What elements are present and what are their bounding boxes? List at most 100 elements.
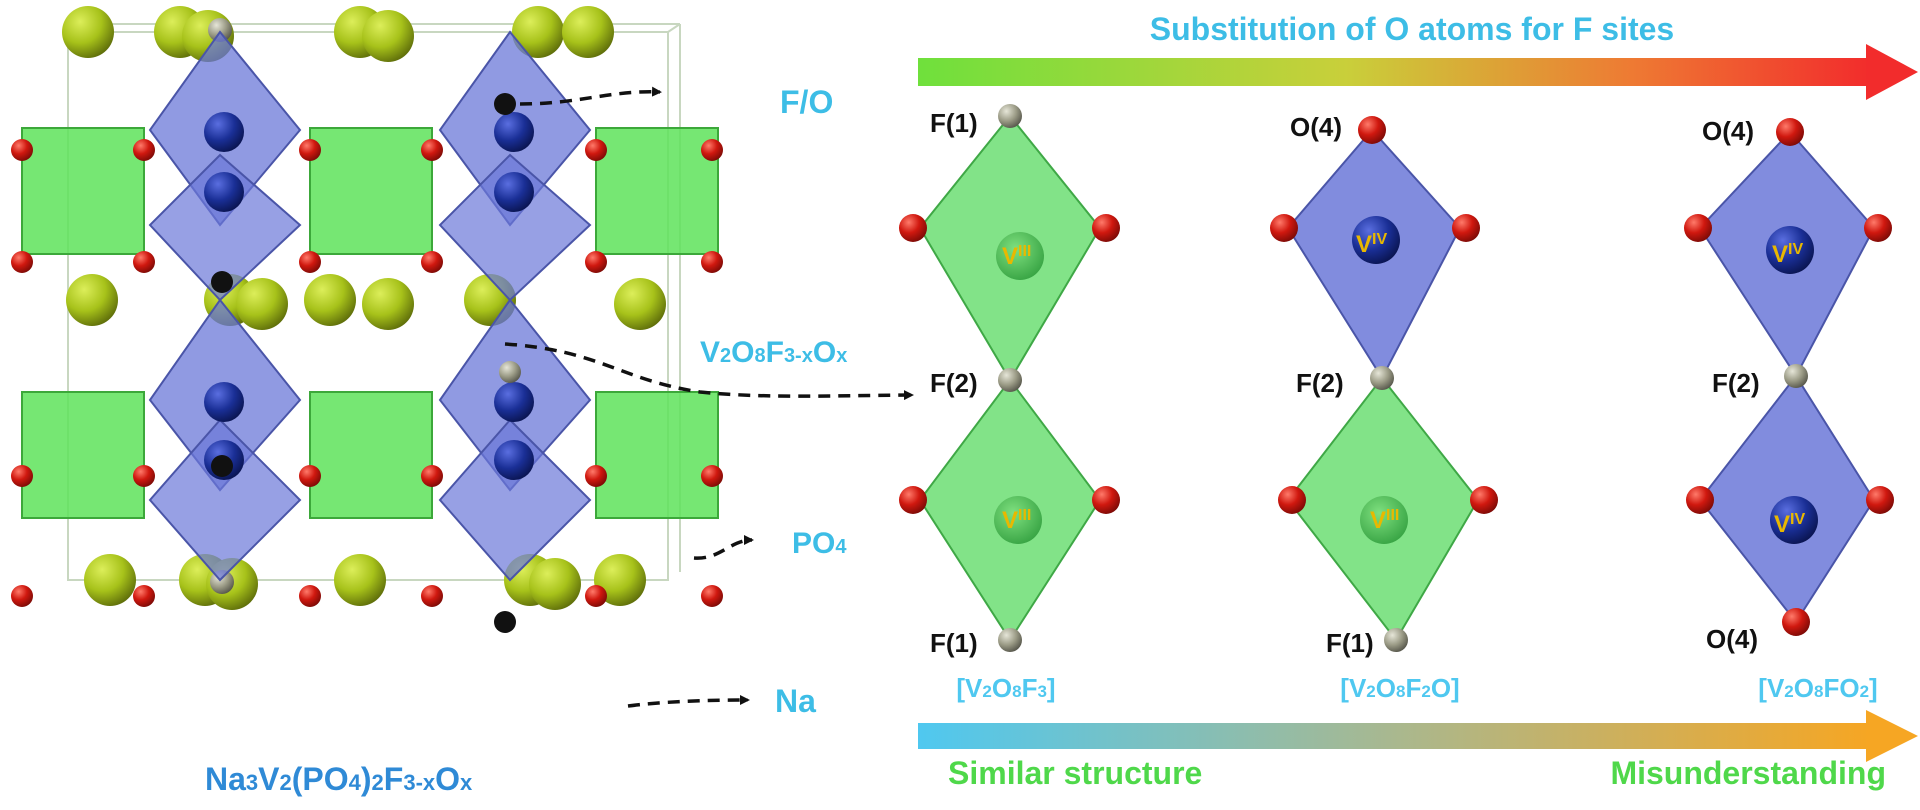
label-bottom: F(1) (1326, 628, 1374, 658)
substitution-panel: Substitution of O atoms for F sites F(1)… (899, 11, 1918, 791)
na-atom (84, 554, 136, 606)
f-atom (499, 361, 521, 383)
o4-top-atom (1776, 118, 1804, 146)
na-atom (362, 278, 414, 330)
o-atom (421, 251, 443, 273)
o-atom (11, 251, 33, 273)
column-3: O(4) F(2) O(4) VIV VIV [V2O8FO2] (1684, 116, 1894, 703)
na-row-top (62, 6, 614, 62)
o-atom (585, 585, 607, 607)
o-atom (1686, 486, 1714, 514)
fo-sites (211, 93, 521, 633)
f2-atom (998, 368, 1022, 392)
po4-tetrahedron (595, 391, 719, 519)
po4-tetrahedron (309, 391, 433, 519)
na-atom (594, 554, 646, 606)
o-atom (585, 251, 607, 273)
o4-top-atom (1358, 116, 1386, 144)
v-label-upper: VIV (1772, 241, 1803, 268)
callout-arrows (504, 86, 914, 708)
o-atom (899, 214, 927, 242)
o-atom (701, 465, 723, 487)
o-atom (299, 465, 321, 487)
callout-fo (519, 86, 662, 106)
v-atom (494, 172, 534, 212)
column-1: F(1) F(2) F(1) VIII VIII [V2O8F3] (899, 104, 1120, 703)
o-atom (585, 465, 607, 487)
na-atom (66, 274, 118, 326)
o-atom (133, 585, 155, 607)
v-label-lower: VIII (1002, 507, 1031, 534)
top-gradient-arrow: Substitution of O atoms for F sites (918, 11, 1918, 100)
vo-octahedron (438, 418, 592, 582)
bottom-arrow-head (1866, 710, 1918, 762)
f2-atom (1370, 366, 1394, 390)
o-atom (1470, 486, 1498, 514)
fo-site-atom (211, 271, 233, 293)
label-top: O(4) (1290, 112, 1342, 142)
o-atom (299, 139, 321, 161)
o-atom (11, 465, 33, 487)
label-po4: PO4 (792, 527, 847, 560)
o-atom (1864, 214, 1892, 242)
o-atom (1684, 214, 1712, 242)
na-atom (62, 6, 114, 58)
o-atom (1452, 214, 1480, 242)
v-atom (204, 382, 244, 422)
v-atom (494, 440, 534, 480)
na-atom (362, 10, 414, 62)
na-atom (304, 274, 356, 326)
unit-formula: [V2O8F3] (956, 673, 1055, 703)
po4-tetrahedron (21, 127, 145, 255)
o-atom (701, 251, 723, 273)
f2-atom (1784, 364, 1808, 388)
po4-tetrahedra (21, 127, 719, 519)
o-atom (421, 585, 443, 607)
f1-top-atom (998, 104, 1022, 128)
o-atom (133, 139, 155, 161)
vo-octahedron (148, 418, 302, 582)
v-atom (494, 382, 534, 422)
v-atom (204, 172, 244, 212)
fo-site-atom (494, 611, 516, 633)
label-v2o8f: V2O8F3-xOx (700, 336, 847, 369)
f1-bottom-atom (998, 628, 1022, 652)
na-atom (529, 558, 581, 610)
f1-bottom-atom (1384, 628, 1408, 652)
label-mid: F(2) (1712, 368, 1760, 398)
o-atom (1092, 214, 1120, 242)
fo-site-atom (494, 93, 516, 115)
bottom-gradient-arrow: Similar structure Misunderstanding (918, 710, 1918, 791)
v-atom-upper (1766, 226, 1814, 274)
v-atom-upper (1352, 216, 1400, 264)
unit-cell-edge (667, 23, 681, 33)
v-label-lower: VIII (1370, 507, 1399, 534)
v-atom (494, 112, 534, 152)
na-atom (614, 278, 666, 330)
v-atom (204, 112, 244, 152)
o-atom (701, 585, 723, 607)
o-atom (899, 486, 927, 514)
v-label-upper: VIII (1002, 243, 1031, 270)
label-misunderstanding: Misunderstanding (1610, 755, 1886, 791)
o-atom (11, 585, 33, 607)
na-row-bottom (84, 554, 646, 610)
label-similar-structure: Similar structure (948, 755, 1202, 791)
f-atom (208, 18, 232, 42)
crystal-structure: F/O V2O8F3-xOx PO4 Na Na3V2(PO4)2F3-xOx (11, 6, 914, 797)
o-atom (421, 465, 443, 487)
unit-formula: [V2O8FO2] (1758, 673, 1877, 703)
callout-na (627, 695, 750, 708)
column-2: O(4) F(2) F(1) VIV VIII [V2O8F2O] (1270, 112, 1498, 703)
o-atom (701, 139, 723, 161)
label-bottom: O(4) (1706, 624, 1758, 654)
label-mid: F(2) (1296, 368, 1344, 398)
oxygen-atoms (11, 139, 723, 607)
label-mid: F(2) (930, 368, 978, 398)
label-top: O(4) (1702, 116, 1754, 146)
na-atom (512, 6, 564, 58)
v-atom-lower (1360, 496, 1408, 544)
v-atom-lower (994, 496, 1042, 544)
top-arrow-head (1866, 44, 1918, 100)
